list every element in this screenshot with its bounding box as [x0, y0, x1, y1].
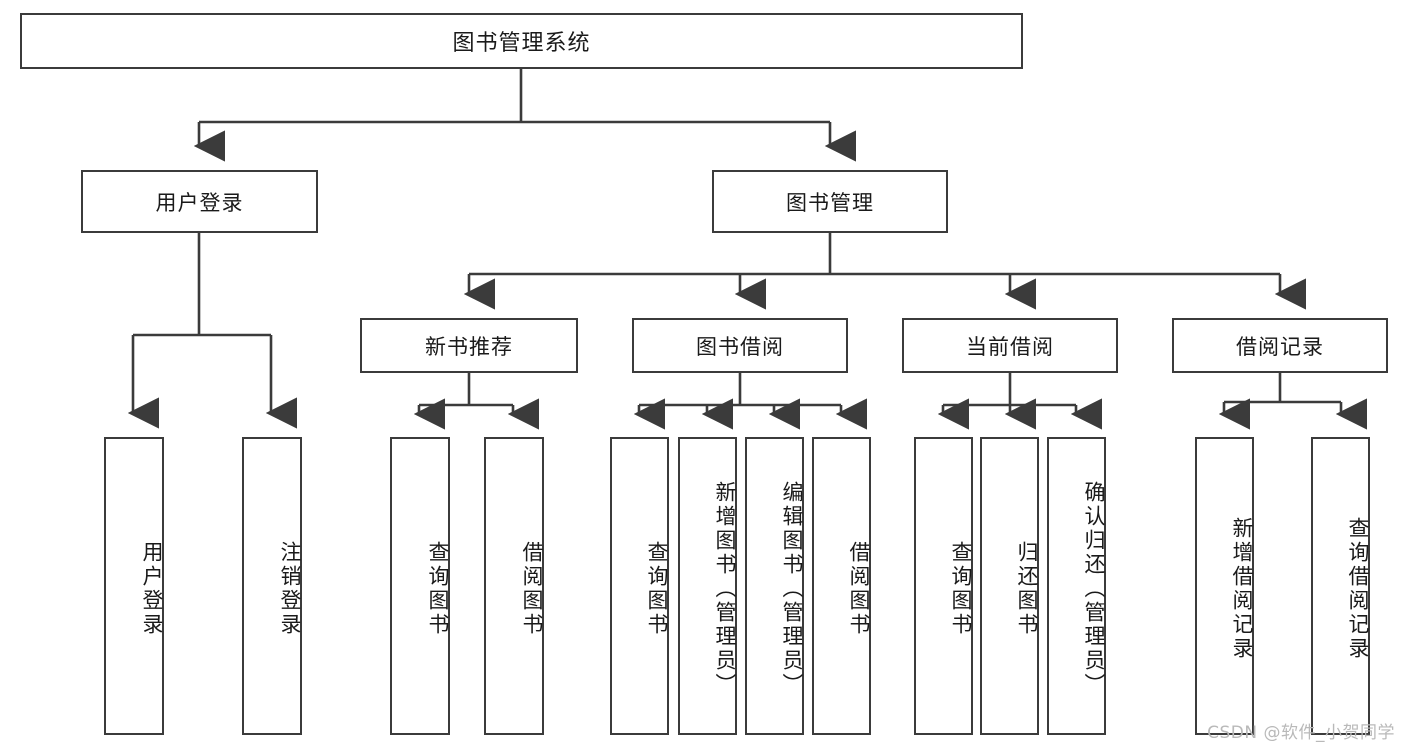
node-book-management[interactable]: 图书管理	[712, 170, 948, 233]
node-user-login[interactable]: 用户登录	[81, 170, 318, 233]
node-label: 图书管理系统	[452, 31, 591, 56]
leaf-new-book-query[interactable]: 查询图书	[390, 437, 450, 735]
leaf-current-borrow-return[interactable]: 归还图书	[980, 437, 1039, 735]
leaf-current-borrow-confirm-return[interactable]: 确认归还（管理员）	[1047, 437, 1106, 735]
leaf-user-login-login[interactable]: 用户登录	[104, 437, 164, 735]
node-current-borrow[interactable]: 当前借阅	[902, 318, 1118, 373]
leaf-book-borrow-add[interactable]: 新增图书（管理员）	[678, 437, 737, 735]
node-label: 当前借阅	[966, 334, 1054, 359]
node-label: 查询图书	[426, 541, 450, 637]
node-label: 查询借阅记录	[1346, 517, 1370, 661]
node-label: 图书管理	[786, 190, 874, 215]
leaf-book-borrow-edit[interactable]: 编辑图书（管理员）	[745, 437, 804, 735]
node-label: 用户登录	[140, 541, 164, 637]
leaf-user-login-logout[interactable]: 注销登录	[242, 437, 302, 735]
node-label: 注销登录	[278, 541, 302, 637]
node-new-book-recommend[interactable]: 新书推荐	[360, 318, 578, 373]
node-label: 查询图书	[645, 541, 669, 637]
leaf-book-borrow-query[interactable]: 查询图书	[610, 437, 669, 735]
node-label: 借阅图书	[847, 541, 871, 637]
node-label: 新书推荐	[425, 334, 513, 359]
leaf-borrow-record-add[interactable]: 新增借阅记录	[1195, 437, 1254, 735]
node-label: 确认归还（管理员）	[1082, 481, 1106, 697]
node-label: 图书借阅	[696, 334, 784, 359]
node-label: 借阅记录	[1236, 334, 1324, 359]
leaf-borrow-record-query[interactable]: 查询借阅记录	[1311, 437, 1370, 735]
leaf-new-book-borrow[interactable]: 借阅图书	[484, 437, 544, 735]
node-label: 新增图书（管理员）	[713, 481, 737, 697]
node-book-borrow[interactable]: 图书借阅	[632, 318, 848, 373]
leaf-current-borrow-query[interactable]: 查询图书	[914, 437, 973, 735]
node-label: 编辑图书（管理员）	[780, 481, 804, 697]
node-borrow-record[interactable]: 借阅记录	[1172, 318, 1388, 373]
node-label: 新增借阅记录	[1230, 517, 1254, 661]
leaf-book-borrow-borrow[interactable]: 借阅图书	[812, 437, 871, 735]
node-label: 用户登录	[155, 190, 244, 215]
node-label: 查询图书	[949, 541, 973, 637]
node-root-system[interactable]: 图书管理系统	[20, 13, 1023, 69]
node-label: 借阅图书	[520, 541, 544, 637]
watermark-text: CSDN @软件_小贺同学	[1207, 723, 1395, 743]
node-label: 归还图书	[1015, 541, 1039, 637]
